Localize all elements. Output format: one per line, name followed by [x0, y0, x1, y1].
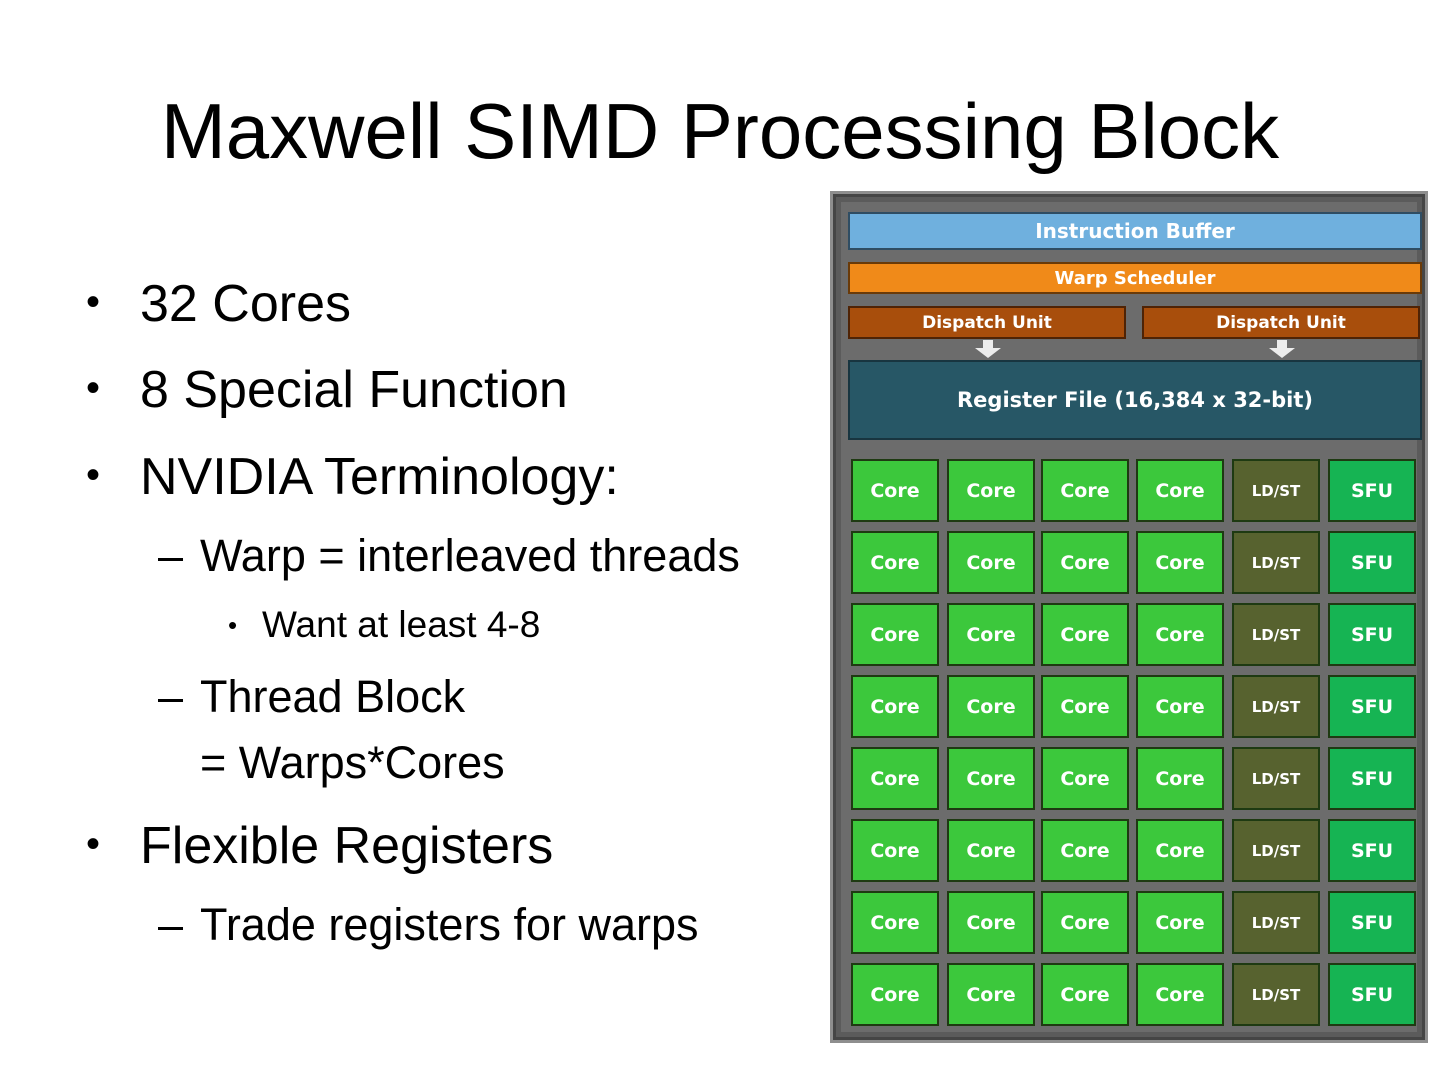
core-unit: Core: [947, 747, 1035, 810]
bullet-marker: •: [86, 366, 101, 410]
core-unit: Core: [1041, 531, 1129, 594]
core-unit: Core: [947, 459, 1035, 522]
bullet-marker: •: [86, 280, 101, 324]
bullet-text: 32 Cores: [140, 275, 351, 333]
core-unit: Core: [851, 459, 939, 522]
dash-marker: –: [158, 899, 184, 950]
dispatch-unit-right: Dispatch Unit: [1142, 306, 1420, 339]
bullet-marker: •: [228, 610, 238, 640]
ldst-unit: LD/ST: [1232, 675, 1320, 738]
core-unit: Core: [1136, 891, 1224, 954]
core-unit: Core: [851, 675, 939, 738]
core-unit: Core: [1136, 531, 1224, 594]
ldst-unit: LD/ST: [1232, 459, 1320, 522]
warp-scheduler: Warp Scheduler: [848, 262, 1422, 294]
core-unit: Core: [1136, 819, 1224, 882]
core-unit: Core: [1136, 459, 1224, 522]
core-unit: Core: [947, 819, 1035, 882]
sfu-unit: SFU: [1328, 531, 1416, 594]
bullet-list: • 32 Cores • 8 Special Function • NVIDIA…: [86, 275, 740, 950]
sfu-unit: SFU: [1328, 603, 1416, 666]
core-unit: Core: [1041, 459, 1129, 522]
core-unit: Core: [1136, 747, 1224, 810]
core-unit: Core: [851, 891, 939, 954]
core-unit: Core: [851, 963, 939, 1026]
ldst-unit: LD/ST: [1232, 963, 1320, 1026]
sfu-unit: SFU: [1328, 819, 1416, 882]
core-unit: Core: [1136, 675, 1224, 738]
core-unit: Core: [947, 603, 1035, 666]
dispatch-unit-left: Dispatch Unit: [848, 306, 1126, 339]
sfu-unit: SFU: [1328, 891, 1416, 954]
core-unit: Core: [1041, 675, 1129, 738]
dash-marker: –: [158, 671, 184, 722]
sub-bullet-text: Trade registers for warps: [200, 899, 699, 950]
sub-sub-bullet-text: Want at least 4-8: [262, 604, 541, 645]
sfu-unit: SFU: [1328, 963, 1416, 1026]
sm-block-diagram: Instruction Buffer Warp Scheduler Dispat…: [830, 191, 1428, 1043]
register-file: Register File (16,384 x 32-bit): [848, 360, 1422, 440]
core-unit: Core: [947, 675, 1035, 738]
core-unit: Core: [1041, 963, 1129, 1026]
core-unit: Core: [1041, 603, 1129, 666]
core-unit: Core: [947, 963, 1035, 1026]
core-unit: Core: [851, 747, 939, 810]
dash-marker: –: [158, 530, 184, 581]
core-unit: Core: [1136, 963, 1224, 1026]
ldst-unit: LD/ST: [1232, 603, 1320, 666]
core-unit: Core: [851, 819, 939, 882]
ldst-unit: LD/ST: [1232, 747, 1320, 810]
core-unit: Core: [851, 531, 939, 594]
ldst-unit: LD/ST: [1232, 819, 1320, 882]
core-unit: Core: [947, 891, 1035, 954]
sub-bullet-text: Warp = interleaved threads: [200, 530, 740, 581]
sfu-unit: SFU: [1328, 747, 1416, 810]
bullet-text: NVIDIA Terminology:: [140, 448, 619, 506]
core-unit: Core: [1041, 891, 1129, 954]
ldst-unit: LD/ST: [1232, 891, 1320, 954]
core-unit: Core: [947, 531, 1035, 594]
ldst-unit: LD/ST: [1232, 531, 1320, 594]
diagram-panel: Instruction Buffer Warp Scheduler Dispat…: [841, 202, 1422, 1032]
bullet-text: 8 Special Function: [140, 361, 568, 419]
sfu-unit: SFU: [1328, 675, 1416, 738]
bullet-marker: •: [86, 822, 101, 866]
core-unit: Core: [851, 603, 939, 666]
core-unit: Core: [1136, 603, 1224, 666]
bullet-text: Flexible Registers: [140, 817, 554, 875]
core-unit: Core: [1041, 819, 1129, 882]
sub-bullet-continuation: = Warps*Cores: [200, 737, 505, 788]
slide-title: Maxwell SIMD Processing Block: [160, 87, 1280, 175]
core-unit: Core: [1041, 747, 1129, 810]
bullet-marker: •: [86, 453, 101, 497]
sfu-unit: SFU: [1328, 459, 1416, 522]
instruction-buffer: Instruction Buffer: [848, 212, 1422, 250]
sub-bullet-text: Thread Block: [200, 671, 466, 722]
